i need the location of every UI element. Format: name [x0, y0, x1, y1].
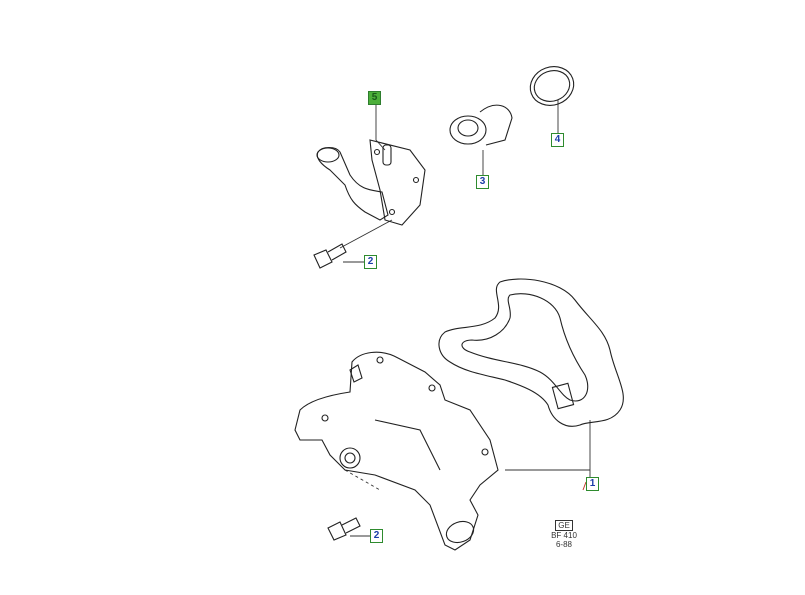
thermostat-housing — [316, 139, 426, 226]
drawing-code-line1: GE — [555, 520, 573, 531]
bolt-upper — [313, 243, 347, 269]
water-pump — [294, 351, 499, 551]
thermostat — [449, 104, 513, 146]
seal-ring — [529, 66, 575, 106]
callout-5[interactable]: 5 — [368, 91, 381, 105]
callout-3[interactable]: 3 — [476, 175, 489, 189]
bolt-lower — [327, 517, 361, 541]
drawing-code-line3: 6-88 — [555, 540, 572, 549]
callout-2-lower[interactable]: 2 — [370, 529, 383, 543]
drawing-code-line2: BF 410 — [551, 531, 577, 540]
callout-1[interactable]: 1 — [586, 477, 599, 491]
red-mark — [582, 481, 587, 491]
callout-2-upper[interactable]: 2 — [364, 255, 377, 269]
drawing-code: GE BF 410 6-88 — [549, 520, 579, 549]
leader-lines — [339, 100, 591, 537]
gasket — [438, 278, 624, 427]
callout-4[interactable]: 4 — [551, 133, 564, 147]
